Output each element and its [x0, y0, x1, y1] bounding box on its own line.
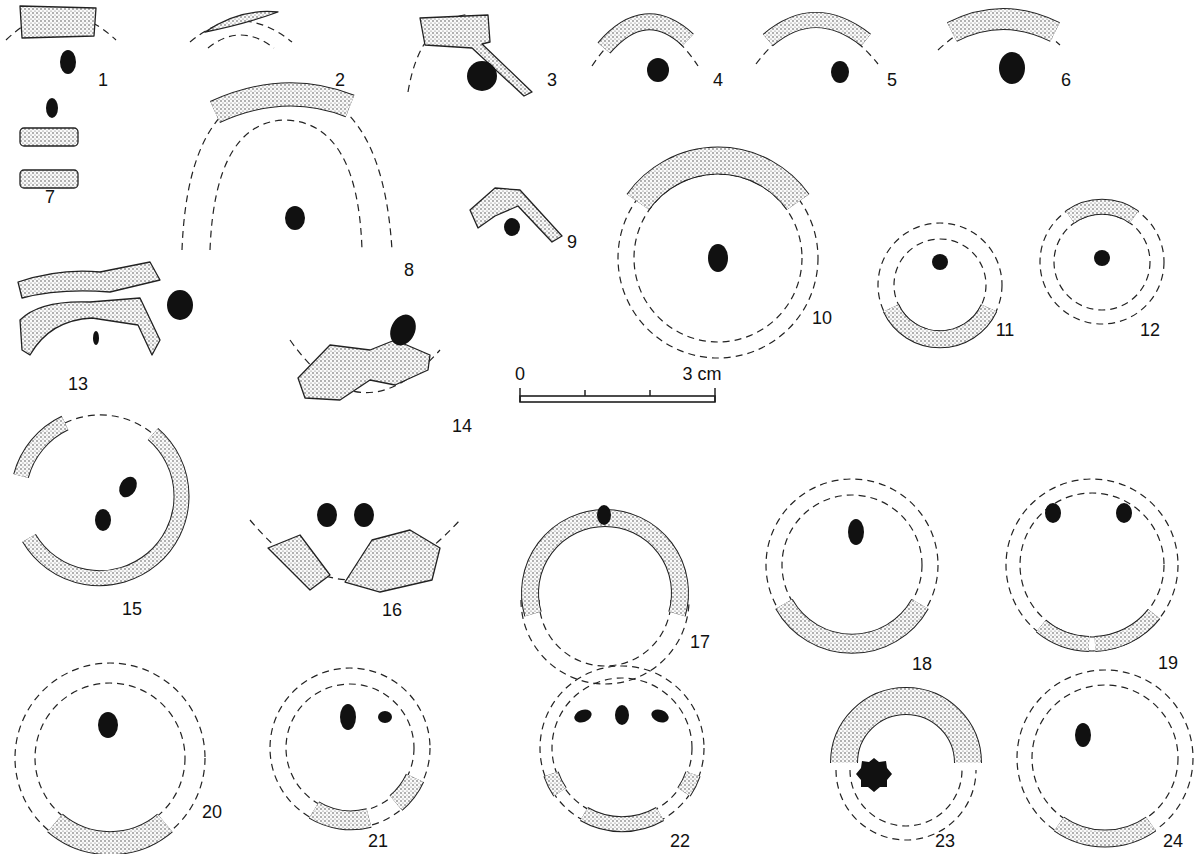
- callout-number: 5: [887, 70, 897, 90]
- scale-bar: [520, 388, 715, 402]
- callout-number: 16: [382, 600, 402, 620]
- fragment-6: [938, 19, 1060, 84]
- callout-number: 2: [335, 70, 345, 90]
- fragment-20: [15, 663, 205, 853]
- callout-number: 9: [567, 232, 577, 252]
- fragment-13: [18, 262, 193, 355]
- fragment-12: [1040, 200, 1164, 324]
- scale-label: 0: [515, 364, 525, 384]
- fragment-5: [756, 20, 878, 83]
- callout-number: 3: [547, 70, 557, 90]
- fragment-8: [182, 88, 392, 250]
- fragment-11: [878, 223, 1002, 347]
- fragment-15: [21, 415, 182, 578]
- fragment-2: [190, 11, 292, 48]
- callout-number: 1: [98, 70, 108, 90]
- callout-number: 4: [713, 70, 723, 90]
- callout-number: 15: [122, 599, 142, 619]
- fragment-7: [20, 98, 78, 188]
- callout-number: 14: [452, 416, 472, 436]
- callout-number: 11: [996, 320, 1015, 340]
- callout-number: 17: [690, 632, 710, 652]
- fragment-3: [408, 14, 532, 96]
- fragment-23: [836, 701, 976, 840]
- callout-number: 21: [368, 831, 388, 851]
- callout-number: 8: [404, 260, 414, 280]
- callout-number: 24: [1163, 831, 1183, 851]
- callout-number: 7: [45, 187, 55, 207]
- callout-number: 13: [68, 374, 88, 394]
- scale-label: 3 cm: [682, 364, 721, 384]
- callout-number: 23: [935, 831, 955, 851]
- fragment-14: [290, 310, 440, 400]
- fragment-4: [592, 22, 698, 82]
- fragment-19: [1006, 479, 1178, 651]
- fragment-17: [521, 505, 689, 684]
- callout-number: 20: [202, 802, 222, 822]
- fragment-22: [540, 666, 704, 830]
- fragment-10: [618, 158, 818, 358]
- fragment-18: [766, 479, 938, 651]
- fragment-16: [250, 503, 460, 592]
- callout-number: 10: [812, 308, 832, 328]
- fragment-1: [6, 6, 116, 74]
- callout-number: 22: [670, 831, 690, 851]
- fragment-24: [1017, 670, 1193, 846]
- callout-number: 19: [1158, 653, 1178, 673]
- fragment-21: [270, 668, 430, 828]
- callout-number: 12: [1140, 320, 1160, 340]
- fragment-9: [470, 188, 562, 242]
- callout-number: 18: [912, 654, 932, 674]
- callout-number: 6: [1061, 70, 1071, 90]
